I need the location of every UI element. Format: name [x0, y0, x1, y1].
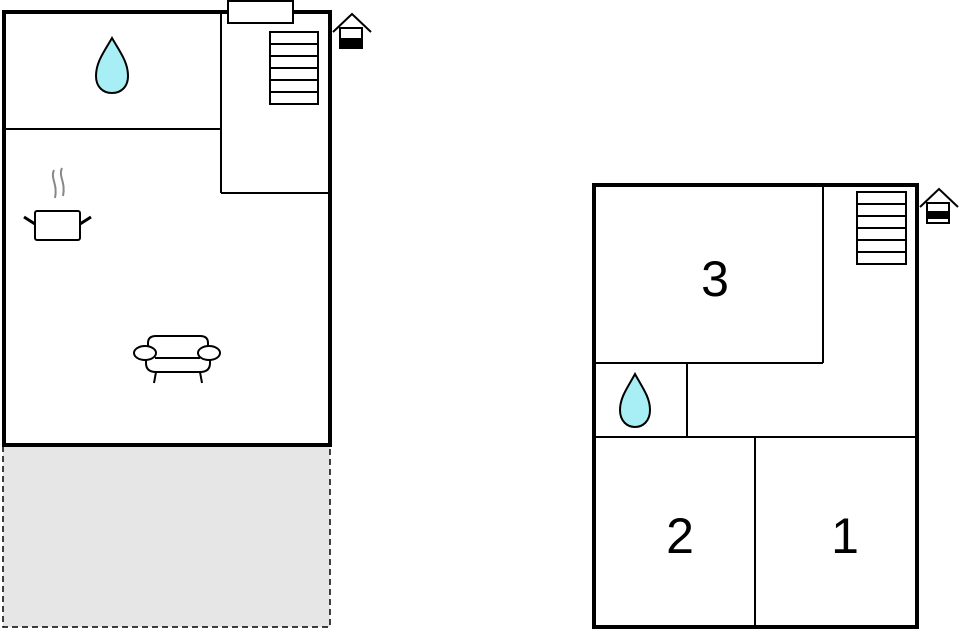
cooking-pot-icon: [23, 167, 92, 241]
room-label-2: 2: [666, 508, 694, 564]
window: [227, 0, 294, 24]
water-drop-icon: [94, 35, 130, 95]
upper-floor-plan: 3 2 1: [592, 183, 959, 629]
stairs-icon: [856, 191, 907, 265]
room-label-3: 3: [701, 251, 729, 307]
room-label-1: 1: [831, 508, 859, 564]
sofa-icon: [133, 335, 221, 384]
water-drop-icon: [618, 371, 652, 429]
house-entrance-icon: [919, 187, 959, 224]
ground-floor-plan: [2, 0, 372, 628]
house-entrance-icon: [332, 12, 372, 49]
stairs-icon: [269, 31, 319, 105]
terrace-area: [2, 445, 331, 628]
